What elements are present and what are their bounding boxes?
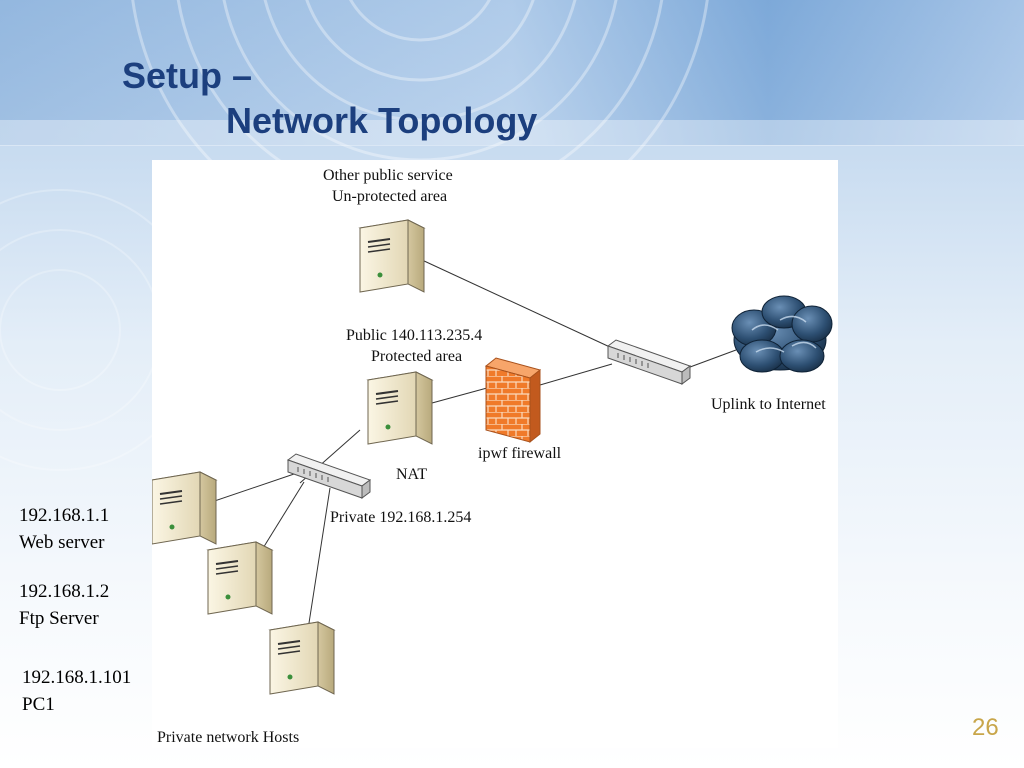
server-icon xyxy=(359,219,425,293)
firewall-icon xyxy=(484,357,542,444)
slide-title: Setup – xyxy=(122,55,253,96)
server-icon xyxy=(207,541,273,615)
cloud-icon xyxy=(731,295,833,373)
diagram-canvas xyxy=(152,219,833,695)
host-ip: 192.168.1.1 xyxy=(19,505,110,526)
server-icon xyxy=(367,371,433,445)
label-other-public-service: Other public service xyxy=(323,167,453,184)
label-protected-area: Protected area xyxy=(371,348,463,365)
slide-subtitle: Network Topology xyxy=(226,100,538,141)
label-unprotected-area: Un-protected area xyxy=(332,188,448,205)
label-firewall: ipwf firewall xyxy=(478,445,562,462)
label-private-gateway: Private 192.168.1.254 xyxy=(330,509,472,526)
page-number: 26 xyxy=(972,714,999,741)
network-topology-diagram: Other public service Un-protected area P… xyxy=(152,160,838,748)
host-ip: 192.168.1.101 xyxy=(22,667,132,688)
server-icon xyxy=(152,471,217,545)
label-public-ip: Public 140.113.235.4 xyxy=(346,327,483,344)
label-uplink: Uplink to Internet xyxy=(711,396,826,413)
switch-icon xyxy=(607,339,691,385)
host-role: Ftp Server xyxy=(19,608,99,629)
host-role: PC1 xyxy=(22,694,55,715)
label-nat: NAT xyxy=(396,466,428,483)
host-ip: 192.168.1.2 xyxy=(19,581,110,602)
label-private-hosts: Private network Hosts xyxy=(157,729,300,746)
server-icon xyxy=(269,621,335,695)
host-role: Web server xyxy=(19,532,105,553)
